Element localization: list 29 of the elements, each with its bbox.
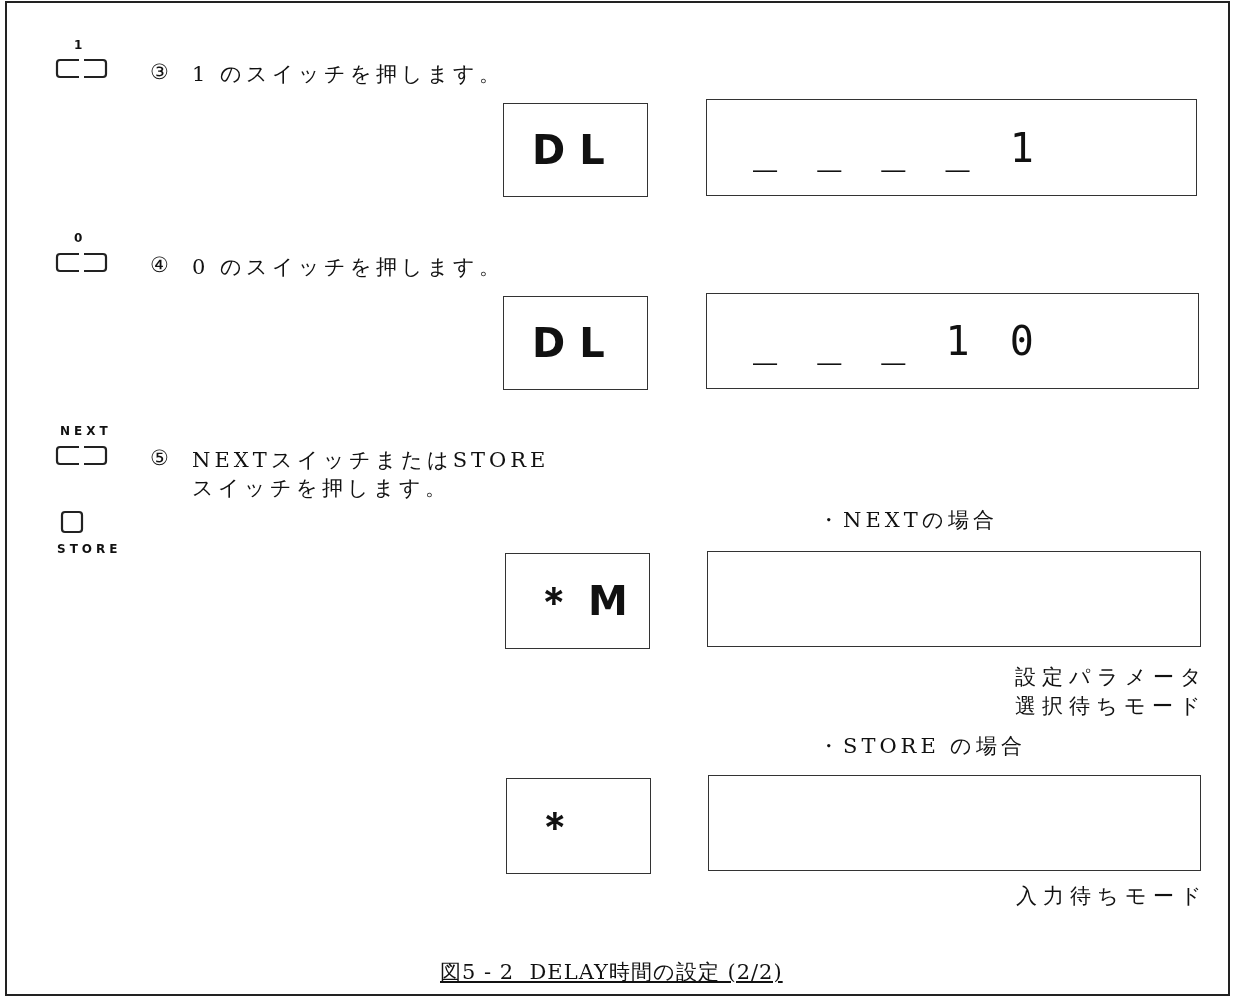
display-panel <box>708 775 1201 871</box>
step-text: 1 のスイッチを押します。 <box>192 61 505 88</box>
display-panel <box>706 293 1199 389</box>
display-panel <box>506 778 651 874</box>
step-number: ③ <box>150 60 173 84</box>
case-heading: ・NEXTの場合 <box>818 507 998 534</box>
segment-readout: _ _ _ _ 1 <box>752 124 1042 171</box>
segment-readout: _ _ _ 1 0 <box>752 318 1042 364</box>
display-panel <box>706 99 1197 196</box>
key-label: 1 <box>74 38 87 52</box>
case-heading: ・STORE の場合 <box>818 733 1027 760</box>
key-label: 0 <box>74 231 87 245</box>
display-panel <box>505 553 650 649</box>
display-panel <box>503 296 648 390</box>
display-panel <box>707 551 1201 647</box>
display-text: D L <box>531 320 605 366</box>
display-text: D L <box>531 127 605 173</box>
key-label: NEXT <box>60 424 112 438</box>
display-text: ＊ <box>534 801 575 851</box>
step-number: ⑤ <box>150 446 173 470</box>
step-number: ④ <box>150 253 173 277</box>
key-label: STORE <box>57 542 122 556</box>
step-text: 0 のスイッチを押します。 <box>192 254 505 281</box>
mode-caption: 入力待ちモード <box>1016 883 1209 910</box>
mode-caption: 設定パラメータ選択待ちモード <box>1015 664 1209 721</box>
figure-caption: 図5 - 2 DELAY時間の設定 (2/2) <box>440 959 783 986</box>
display-panel <box>503 103 648 197</box>
step-text: NEXTスイッチまたはSTOREスイッチを押します。 <box>192 447 551 503</box>
display-text: ＊ M <box>533 576 628 626</box>
